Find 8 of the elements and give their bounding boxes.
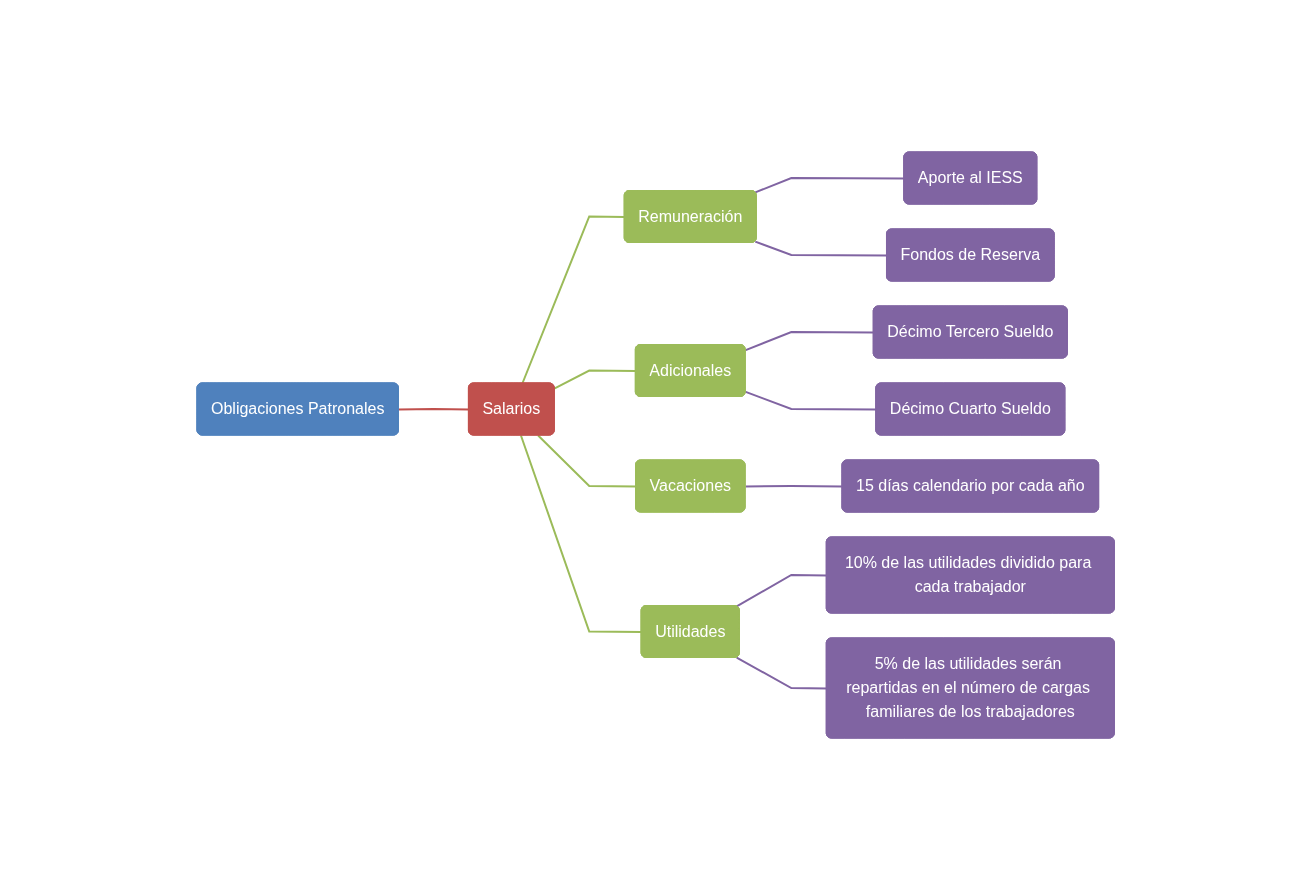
connector <box>754 240 888 257</box>
connector <box>735 656 828 690</box>
connector <box>521 215 626 385</box>
connector <box>537 434 637 488</box>
connector <box>397 408 470 411</box>
connector <box>744 331 875 352</box>
connector <box>735 574 828 608</box>
connector <box>553 369 637 390</box>
